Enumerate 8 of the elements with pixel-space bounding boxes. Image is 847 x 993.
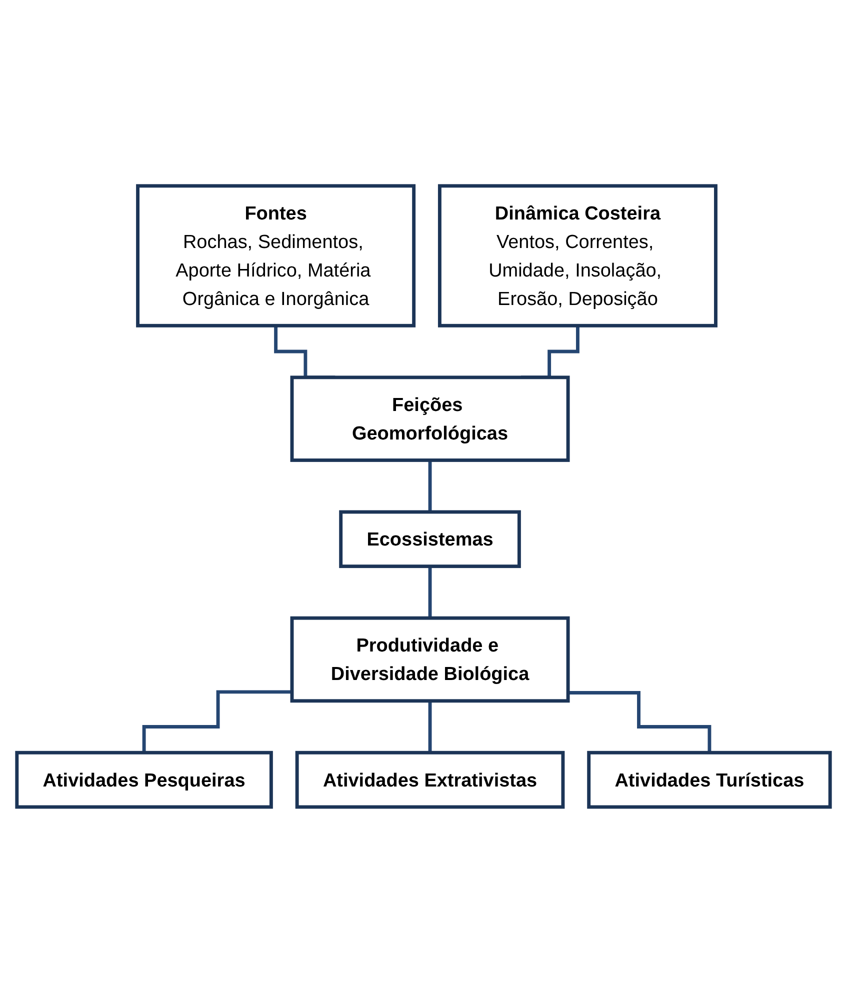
node-box: Atividades Extrativistas: [295, 750, 565, 809]
node-box: Atividades Pesqueiras: [15, 750, 273, 809]
node-box: Dinâmica Costeira Ventos, Correntes, Umidade, Insolação, Erosão, Deposição: [438, 184, 718, 328]
node-box: Ecossistemas: [339, 510, 521, 568]
node-box: Produtividade e Diversidade Biológica: [290, 616, 570, 703]
node-box: Feições Geomorfológicas: [290, 376, 570, 462]
node-box: Atividades Turísticas: [587, 750, 832, 809]
node-box: Fontes Rochas, Sedimentos, Aporte Hídrico, Matéria Orgânica e Inorgânica: [136, 184, 416, 328]
